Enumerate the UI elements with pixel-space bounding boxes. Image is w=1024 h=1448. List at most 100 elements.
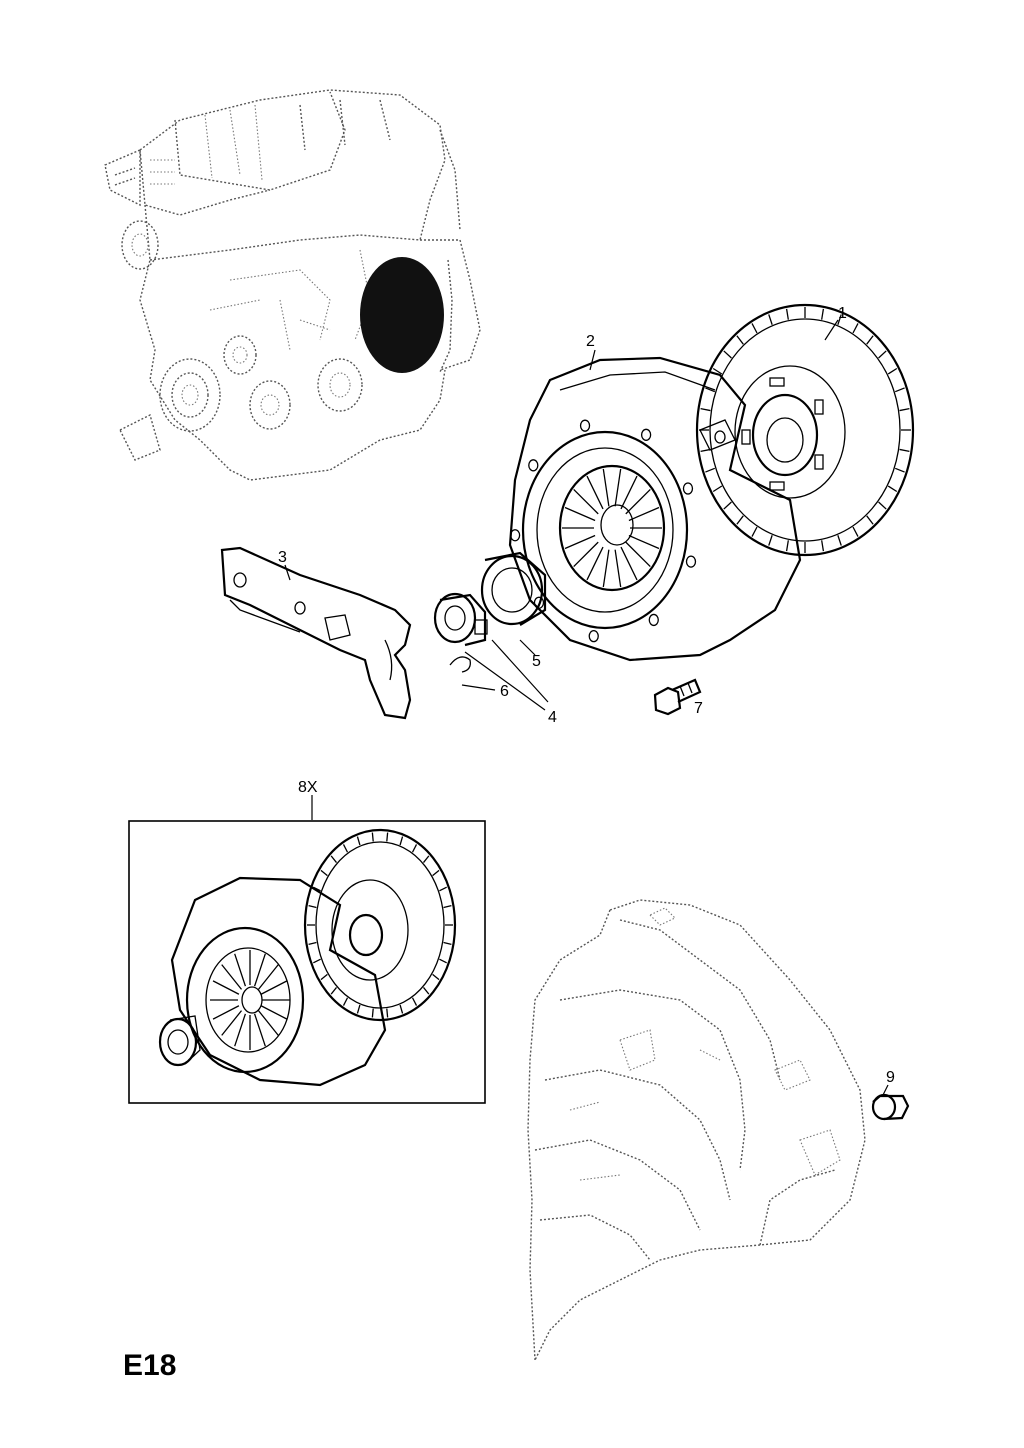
diaphragm-finger [628,534,660,550]
engine-block-icon [104,89,481,481]
friction-segment [705,387,716,393]
friction-segment [723,350,732,359]
diaphragm-finger [234,1013,247,1047]
friction-segment [866,335,874,345]
callout-3: 3 [278,549,287,566]
release-bearing-icon [433,551,547,673]
callout-1: 1 [838,305,847,322]
friction-segment [386,832,389,842]
friction-segment [821,308,825,320]
friction-segment [371,832,374,842]
diaphragm-finger [620,475,638,510]
friction-segment [399,836,404,846]
bolt-hole [682,482,694,495]
transmission-housing-icon [527,899,866,1361]
callout-6: 6 [500,683,509,700]
diaphragm-finger [253,1013,266,1047]
friction-segment [785,308,789,320]
diaphragm-finger [620,546,638,581]
diaphragm-finger [234,953,247,987]
diaphragm-finger [573,488,599,515]
bolt-hole [533,596,545,609]
clutch-kit-icon [128,820,486,1104]
friction-segment [356,1004,361,1014]
friction-segment [371,1008,374,1018]
bolt-hole [528,459,539,472]
friction-segment [330,855,338,863]
friction-segment [712,367,723,375]
friction-segment [821,540,825,552]
friction-segment [837,535,842,546]
diaphragm-finger [212,980,240,995]
friction-segment [330,987,338,995]
callout-2: 2 [586,333,595,350]
callout-7: 7 [694,700,703,717]
diaphragm-finger [221,1010,243,1036]
friction-segment [894,387,905,393]
bolt-hole [509,529,521,542]
friction-segment [887,367,898,375]
friction-segment [837,314,842,325]
friction-segment [785,540,789,552]
friction-segment [443,905,452,909]
friction-segment [411,844,418,853]
friction-segment [899,448,910,452]
friction-segment [342,844,349,853]
friction-segment [356,836,361,846]
diaphragm-finger [221,964,243,990]
callout-4: 4 [548,709,557,726]
clutch-disc-icon [695,303,915,557]
friction-segment [399,1004,404,1014]
diaphragm-finger [602,549,610,588]
friction-segment [887,485,898,493]
friction-segment [411,997,418,1006]
friction-segment [342,997,349,1006]
friction-segment [705,467,716,473]
friction-segment [439,886,447,892]
diaphragm-finger [253,953,266,987]
friction-segment [751,526,758,537]
release-fork-icon [220,546,412,720]
bolt-hole [640,428,652,441]
diaphragm-finger [625,488,651,515]
diaphragm-finger [628,506,660,522]
friction-segment [852,526,859,537]
friction-segment [878,501,887,510]
friction-segment [422,987,430,995]
friction-segment [432,973,440,981]
page-code: E18 [123,1349,176,1382]
friction-segment [768,314,773,325]
friction-segment [866,515,874,525]
leader-lines [284,319,889,1096]
diaphragm-finger [614,468,622,507]
friction-segment [852,323,859,334]
friction-segment [700,448,711,452]
callout-5: 5 [532,653,541,670]
retaining-clip-icon [449,656,471,673]
diaphragm-finger [257,1010,279,1036]
friction-segment [736,515,744,525]
diaphragm-finger [602,468,610,507]
pressure-plate-icon [508,356,802,662]
friction-segment [723,501,732,510]
friction-segment [878,350,887,359]
callout-8x: 8X [298,779,318,796]
friction-segment [700,408,711,412]
diaphragm-finger [573,541,599,568]
friction-segment [313,886,321,892]
bolt-hole [685,555,697,568]
friction-segment [768,535,773,546]
diaphragm-finger [625,541,651,568]
friction-segment [308,905,317,909]
diaphragm-finger [586,546,604,581]
friction-segment [894,467,905,473]
friction-segment [751,323,758,334]
friction-segment [320,973,328,981]
bolt-hole [579,419,591,432]
friction-segment [439,958,447,964]
diaphragm-finger [564,506,596,522]
friction-segment [432,869,440,877]
friction-segment [736,335,744,345]
diaphragm-finger [260,980,288,995]
friction-segment [320,869,328,877]
